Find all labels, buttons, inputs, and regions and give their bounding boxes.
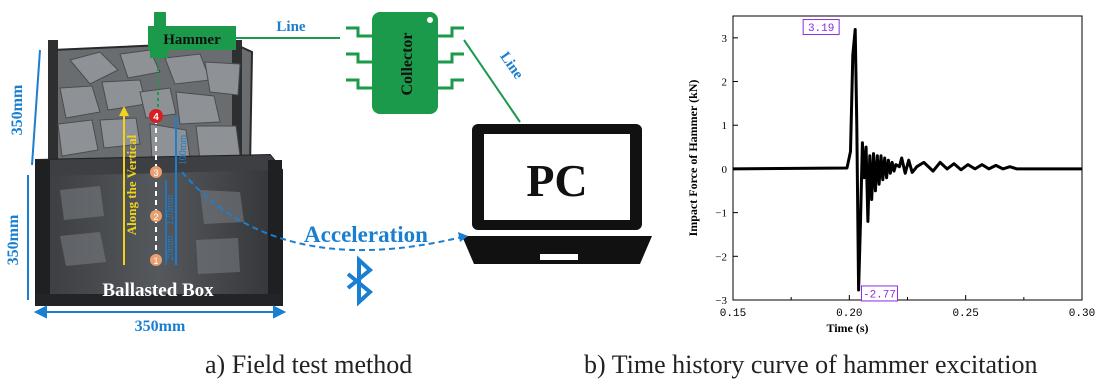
acceleration-label: Acceleration (304, 222, 428, 247)
collector-label: Collector (399, 32, 416, 95)
hammer-label: Hammer (163, 32, 221, 48)
bluetooth-icon (346, 255, 374, 307)
series-line (732, 28, 1082, 292)
sensor-3: 3 (150, 166, 162, 178)
annotation-box-1 (860, 285, 898, 302)
plot-frame (732, 15, 1083, 301)
box-label: Ballasted Box (102, 280, 214, 301)
y-tick-label-1: −2 (715, 251, 727, 263)
y-tick-label-3: 0 (722, 164, 728, 176)
svg-text:1: 1 (153, 256, 158, 266)
side-label-2: 120mm (165, 195, 176, 226)
acceleration-link (181, 171, 467, 252)
dimension-markers (27, 49, 287, 319)
annotation-label-0: 3.19 (808, 23, 834, 35)
svg-text:3: 3 (153, 168, 158, 178)
sensor-2: 2 (150, 210, 162, 222)
y-tick-label-5: 2 (722, 77, 728, 89)
annotation-box-0 (802, 19, 840, 36)
svg-text:4: 4 (153, 112, 159, 123)
x-axis-label: Time (s) (826, 321, 868, 335)
field-test-diagram: 350mm 350mm 350mm Along the Vertical 100… (5, 12, 652, 335)
y-axis-label: Impact Force of Hammer (kN) (686, 80, 700, 237)
collector-line (463, 39, 521, 123)
sensor-1: 1 (150, 254, 162, 266)
y-tick-label-2: −1 (715, 208, 727, 220)
ballasted-box (35, 40, 283, 306)
hammer: Hammer (148, 12, 236, 108)
y-tick-label-4: 1 (722, 120, 728, 132)
laptop-pc: PC (462, 124, 652, 264)
x-tick-label-0: 0.15 (720, 308, 746, 320)
x-tick-label-2: 0.25 (952, 308, 978, 320)
y-tick-label-6: 3 (722, 33, 728, 45)
dim-left-top: 350mm (9, 84, 26, 135)
dim-left-bottom: 350mm (5, 214, 22, 265)
collector: Collector (346, 12, 464, 114)
line-label-1: Line (276, 19, 306, 35)
dim-bottom: 350mm (135, 318, 186, 335)
y-tick-label-0: −3 (715, 295, 727, 307)
side-label-1: 100mm (178, 135, 189, 166)
svg-text:2: 2 (153, 212, 158, 222)
sensor-column (119, 106, 177, 265)
caption-right: b) Time history curve of hammer excitati… (584, 350, 1038, 379)
side-label-3: 20mm (165, 235, 176, 261)
annotation-label-1: -2.77 (863, 289, 896, 301)
x-tick-label-3: 0.30 (1069, 308, 1095, 320)
pc-label: PC (526, 155, 587, 206)
x-tick-label-1: 0.20 (836, 308, 862, 320)
caption-left: a) Field test method (205, 350, 413, 379)
sensor-4: 4 (149, 109, 163, 123)
vertical-label: Along the Vertical (124, 134, 139, 235)
